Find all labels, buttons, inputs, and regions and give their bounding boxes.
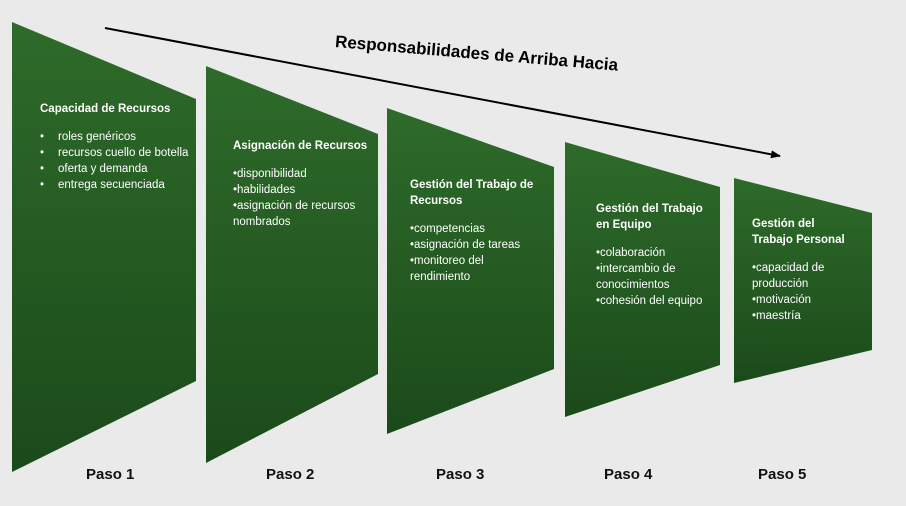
step-2-content: Asignación de Recursos disponibilidad ha… <box>233 138 373 230</box>
step-1-title: Capacidad de Recursos <box>40 103 171 115</box>
list-item: colaboración <box>596 245 706 261</box>
step-5-title: Gestión del Trabajo Personal <box>752 218 845 246</box>
list-item: monitoreo del rendimiento <box>410 253 545 285</box>
list-item: asignación de tareas <box>410 237 545 253</box>
list-item: oferta y demanda <box>40 161 190 177</box>
step-1-panel <box>12 22 196 472</box>
step-2-list: disponibilidad habilidades asignación de… <box>233 166 373 230</box>
step-1-content: Capacidad de Recursos roles genéricos re… <box>40 101 190 193</box>
list-item: disponibilidad <box>233 166 373 182</box>
list-item: maestría <box>752 308 857 324</box>
list-item: habilidades <box>233 182 373 198</box>
list-item: capacidad de producción <box>752 260 857 292</box>
list-item: motivación <box>752 292 857 308</box>
step-5-label: Paso 5 <box>758 466 807 483</box>
list-item: roles genéricos <box>40 129 190 145</box>
list-item: recursos cuello de botella <box>40 145 190 161</box>
step-4-label: Paso 4 <box>604 466 653 483</box>
step-2-label: Paso 2 <box>266 466 315 483</box>
list-item: cohesión del equipo <box>596 293 706 309</box>
step-3-label: Paso 3 <box>436 466 485 483</box>
step-5-list: capacidad de producción motivación maest… <box>752 260 857 324</box>
list-item: entrega secuenciada <box>40 177 190 193</box>
list-item: intercambio de conocimientos <box>596 261 706 293</box>
list-item: asignación de recursos nombrados <box>233 198 373 230</box>
step-3-list: competencias asignación de tareas monito… <box>410 221 545 285</box>
step-1-list: roles genéricos recursos cuello de botel… <box>40 129 190 193</box>
step-5-content: Gestión del Trabajo Personal capacidad d… <box>752 216 857 324</box>
step-4-content: Gestión del Trabajo en Equipo colaboraci… <box>596 201 706 309</box>
step-4-list: colaboración intercambio de conocimiento… <box>596 245 706 309</box>
step-3-title: Gestión del Trabajo de Recursos <box>410 179 534 207</box>
top-down-arrow <box>104 27 781 159</box>
step-4-title: Gestión del Trabajo en Equipo <box>596 203 703 231</box>
step-3-content: Gestión del Trabajo de Recursos competen… <box>410 177 545 285</box>
list-item: competencias <box>410 221 545 237</box>
step-2-panel <box>206 66 378 463</box>
step-2-title: Asignación de Recursos <box>233 140 368 152</box>
step-1-label: Paso 1 <box>86 466 135 483</box>
